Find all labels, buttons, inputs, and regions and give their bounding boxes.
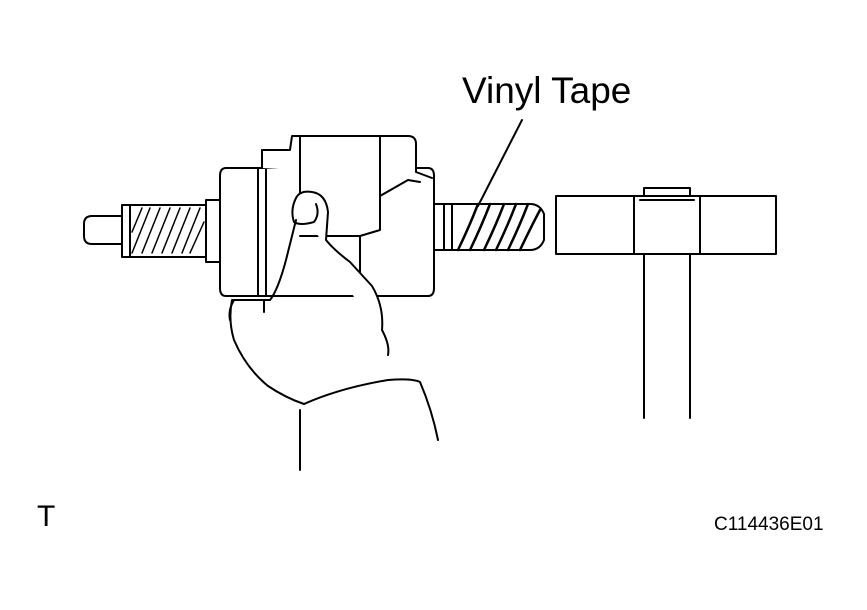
- callout-leader-line: [477, 119, 523, 207]
- hand-illustration: [228, 190, 439, 471]
- socket-tool: [555, 187, 777, 419]
- gear-shaft: [83, 199, 227, 263]
- vinyl-tape-wrap: [456, 202, 542, 252]
- figure-id-label: C114436E01: [714, 514, 824, 535]
- output-shaft: [433, 203, 545, 251]
- view-marker-label: T: [37, 500, 56, 533]
- transfer-housing: [219, 135, 435, 297]
- vinyl-tape-label: Vinyl Tape: [462, 70, 632, 111]
